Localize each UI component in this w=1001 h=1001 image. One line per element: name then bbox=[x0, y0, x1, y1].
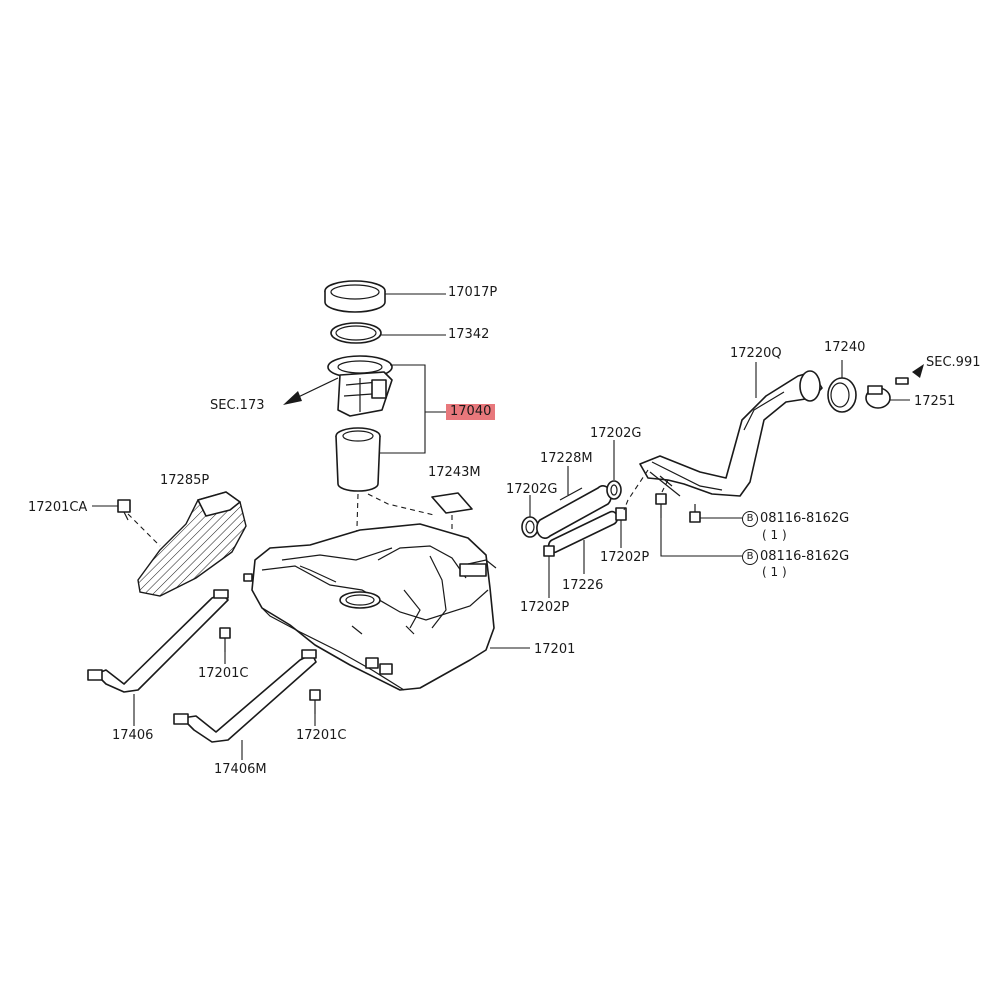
bolt-17201c-right bbox=[309, 689, 321, 726]
label-17251: 17251 bbox=[914, 394, 956, 409]
arrow-sec991 bbox=[895, 364, 924, 385]
strap-17406 bbox=[87, 589, 229, 693]
arrow-sec173 bbox=[283, 377, 339, 405]
grommet-17240 bbox=[827, 377, 857, 413]
label-bolt1-qty: ( 1 ) bbox=[762, 528, 787, 542]
fuel-pump-assembly-17040 bbox=[327, 355, 393, 492]
label-17040-highlighted: 17040 bbox=[446, 404, 496, 420]
hose-17228m bbox=[536, 485, 612, 539]
bolt-b-icon-lower: B bbox=[742, 549, 758, 565]
label-17285p: 17285P bbox=[160, 473, 210, 488]
lock-ring-17017p bbox=[324, 280, 386, 313]
bolt-17201ca bbox=[92, 499, 131, 521]
label-17201c-left: 17201C bbox=[198, 666, 249, 681]
label-17201: 17201 bbox=[534, 642, 576, 657]
bolt-b-icon-upper: B bbox=[742, 511, 758, 527]
label-17201c-right: 17201C bbox=[296, 728, 347, 743]
label-sec991: SEC.991 bbox=[926, 355, 981, 370]
label-bolt2-qty: ( 1 ) bbox=[762, 565, 787, 579]
label-17220q: 17220Q bbox=[730, 346, 782, 361]
label-17406: 17406 bbox=[112, 728, 154, 743]
hose-17226 bbox=[547, 510, 619, 554]
label-17202p-bottom: 17202P bbox=[520, 600, 570, 615]
label-17017p: 17017P bbox=[448, 285, 498, 300]
label-17342: 17342 bbox=[448, 327, 490, 342]
strap-17406m bbox=[173, 649, 317, 743]
label-bolt1: 08116-8162G bbox=[760, 511, 850, 526]
label-17202g-left: 17202G bbox=[506, 482, 558, 497]
label-17228m: 17228M bbox=[540, 451, 593, 466]
label-17243m: 17243M bbox=[428, 465, 481, 480]
clip-17202p-bottom bbox=[543, 545, 555, 557]
label-bolt2: 08116-8162G bbox=[760, 549, 850, 564]
gasket-17342 bbox=[330, 322, 382, 344]
bolt-17201c-left bbox=[219, 627, 231, 664]
filler-tube-17220q bbox=[639, 370, 823, 497]
label-17226: 17226 bbox=[562, 578, 604, 593]
fuel-cap-17251 bbox=[865, 385, 910, 409]
heat-shield-17285p bbox=[137, 491, 247, 597]
clamp-17202g-left bbox=[521, 516, 539, 538]
label-17201ca: 17201CA bbox=[28, 500, 88, 515]
clamp-17202g-top bbox=[606, 480, 622, 500]
label-17202g-top: 17202G bbox=[590, 426, 642, 441]
bolt-08116-upper bbox=[689, 504, 742, 523]
label-17240: 17240 bbox=[824, 340, 866, 355]
label-17406m: 17406M bbox=[214, 762, 267, 777]
pad-17243m bbox=[431, 492, 473, 514]
fuel-tank-17201 bbox=[243, 523, 497, 691]
label-17202p-right: 17202P bbox=[600, 550, 650, 565]
label-sec173: SEC.173 bbox=[210, 398, 265, 413]
bolt-08116-lower bbox=[655, 493, 742, 557]
